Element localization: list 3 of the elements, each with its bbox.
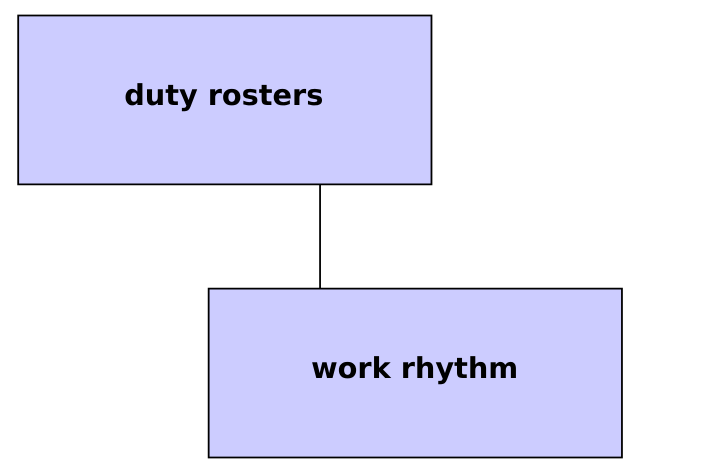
connector [318, 184, 320, 288]
node-box: duty rosters [16, 14, 432, 186]
node-box: work rhythm [207, 288, 622, 458]
